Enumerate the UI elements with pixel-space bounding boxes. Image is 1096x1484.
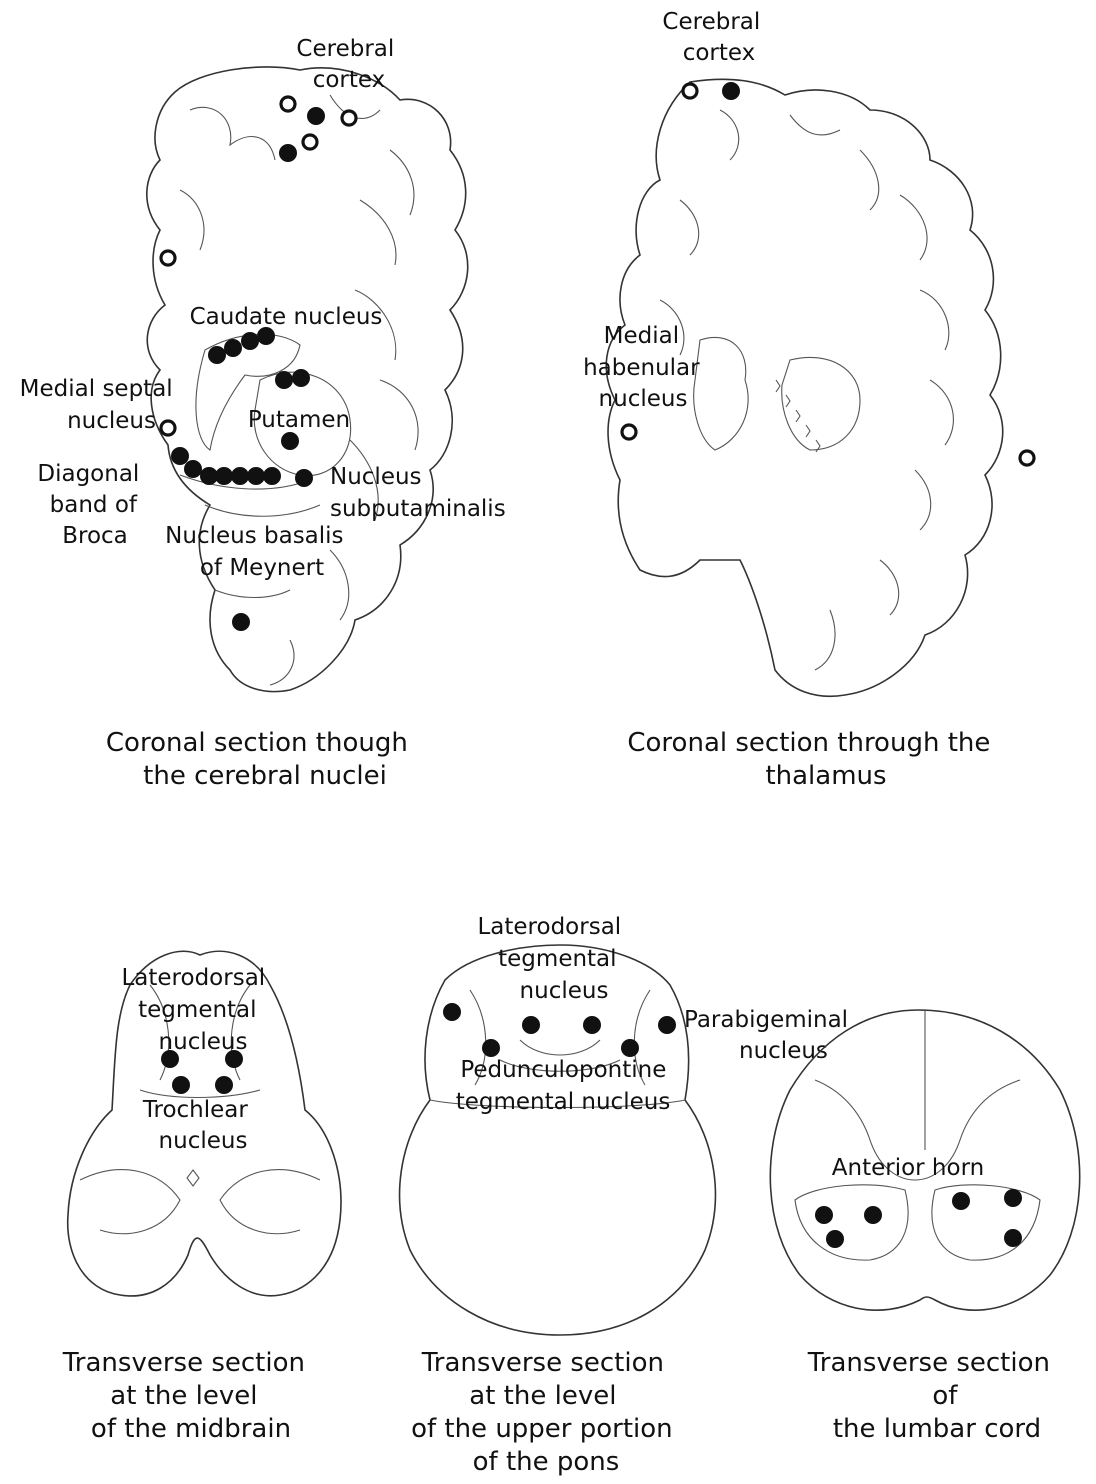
marker-filled: [224, 339, 242, 357]
label-diagonal-band: Diagonal band of Broca: [37, 461, 146, 549]
marker-filled: [815, 1206, 833, 1224]
marker-filled: [722, 82, 740, 100]
marker-filled: [232, 613, 250, 631]
marker-filled: [826, 1230, 844, 1248]
marker-open: [683, 84, 697, 98]
marker-open: [161, 251, 175, 265]
caption-midbrain: Transverse section at the level of the m…: [62, 1348, 314, 1444]
marker-filled: [307, 107, 325, 125]
coronal-thalamus-panel: Cerebral cortex Medial habenular nucleus…: [583, 9, 1034, 791]
marker-filled: [215, 467, 233, 485]
label-caudate-nucleus: Caudate nucleus: [190, 304, 383, 330]
marker-filled: [1004, 1189, 1022, 1207]
marker-filled: [621, 1039, 639, 1057]
marker-filled: [208, 346, 226, 364]
midbrain-panel: Laterodorsal tegmental nucleus Trochlear…: [62, 951, 341, 1444]
marker-filled: [247, 467, 265, 485]
label-cerebral-cortex-2: Cerebral cortex: [662, 9, 767, 66]
marker-open: [342, 111, 356, 125]
marker-open: [622, 425, 636, 439]
marker-filled: [279, 144, 297, 162]
marker-filled: [482, 1039, 500, 1057]
marker-filled: [295, 469, 313, 487]
label-putamen: Putamen: [248, 407, 350, 433]
marker-filled: [281, 432, 299, 450]
label-parabigeminal-nucleus: Parabigeminal nucleus: [684, 1007, 855, 1064]
marker-filled: [292, 369, 310, 387]
label-pedunculopontine: Pedunculopontine tegmental nucleus: [456, 1057, 674, 1115]
coronal-nuclei-panel: Cerebral cortex Caudate nucleus Medial s…: [20, 36, 506, 791]
lumbar-panel: Anterior horn Transverse section of the …: [770, 1010, 1079, 1444]
coronal-nuclei-gyri: [180, 95, 418, 685]
marker-filled: [263, 467, 281, 485]
marker-open: [1020, 451, 1034, 465]
label-basalis-meynert: Nucleus basalis of Meynert: [165, 523, 351, 581]
label-cerebral-cortex-1: Cerebral cortex: [296, 36, 401, 93]
coronal-thalamus-gyri: [660, 110, 953, 670]
label-medial-habenular-nucleus: Medial habenular nucleus: [583, 323, 707, 412]
marker-filled: [172, 1076, 190, 1094]
pons-panel: Laterodorsal tegmental nucleus Parabigem…: [400, 914, 856, 1477]
label-subputaminalis: Nucleus subputaminalis: [330, 464, 506, 522]
caption-lumbar: Transverse section of the lumbar cord: [807, 1348, 1059, 1444]
marker-filled: [275, 371, 293, 389]
marker-filled: [241, 332, 259, 350]
thalamus-inner-outline: [694, 337, 860, 450]
marker-open: [281, 97, 295, 111]
marker-filled: [443, 1003, 461, 1021]
label-trochlear-nucleus: Trochlear nucleus: [142, 1097, 255, 1154]
marker-filled: [215, 1076, 233, 1094]
marker-filled: [1004, 1229, 1022, 1247]
label-laterodorsal-2: Laterodorsal tegmental nucleus: [477, 914, 628, 1004]
caption-coronal-thalamus: Coronal section through the thalamus: [627, 728, 998, 791]
marker-filled: [231, 467, 249, 485]
marker-filled: [864, 1206, 882, 1224]
caption-coronal-nuclei: Coronal section though the cerebral nucl…: [106, 728, 416, 791]
marker-filled: [171, 447, 189, 465]
marker-open: [303, 135, 317, 149]
marker-open: [161, 421, 175, 435]
marker-filled: [952, 1192, 970, 1210]
caption-pons: Transverse section at the level of the u…: [411, 1348, 681, 1477]
marker-filled: [184, 460, 202, 478]
lumbar-grey-matter: [795, 1010, 1040, 1260]
marker-filled: [658, 1016, 676, 1034]
label-laterodorsal-1: Laterodorsal tegmental nucleus: [121, 965, 272, 1055]
label-medial-septal-nucleus: Medial septal nucleus: [20, 376, 180, 434]
marker-filled: [583, 1016, 601, 1034]
label-anterior-horn: Anterior horn: [832, 1155, 984, 1181]
marker-filled: [522, 1016, 540, 1034]
